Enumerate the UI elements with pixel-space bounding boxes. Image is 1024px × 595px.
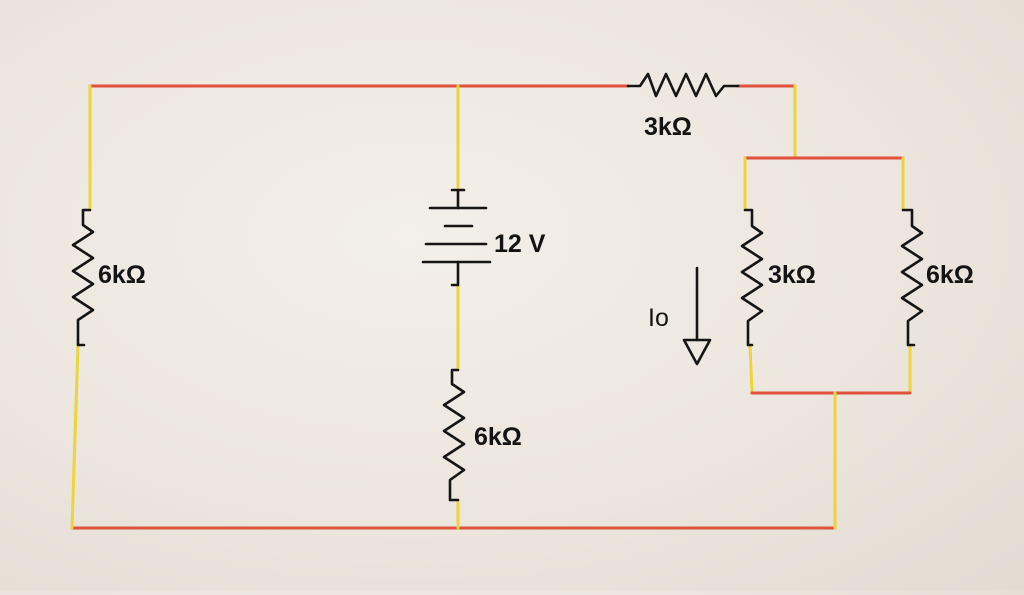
battery-12v <box>421 188 492 287</box>
resistor-top-symbol <box>626 72 740 98</box>
label-source-voltage: 12 V <box>494 230 546 258</box>
resistor-top <box>626 72 740 98</box>
wire-left-lower <box>70 343 80 530</box>
resistor-mid-bottom-symbol <box>442 368 466 502</box>
wire-par-left-lower <box>748 343 754 395</box>
current-arrow-head <box>682 338 712 366</box>
resistor-parallel-right-symbol <box>900 208 924 347</box>
resistor-mid-bottom <box>442 368 466 502</box>
label-current: Io <box>648 304 669 332</box>
resistor-left <box>71 208 95 347</box>
label-resistor-parallel-left: 3kΩ <box>768 261 816 289</box>
label-resistor-parallel-right: 6kΩ <box>926 261 974 289</box>
label-resistor-mid-bottom: 6kΩ <box>474 423 522 451</box>
battery-terminal-top <box>450 188 466 210</box>
wires <box>70 84 912 530</box>
label-resistor-left: 6kΩ <box>98 261 146 289</box>
label-resistor-top: 3kΩ <box>644 113 692 141</box>
resistor-left-symbol <box>71 208 95 347</box>
resistor-parallel-right <box>900 208 924 347</box>
current-arrow <box>682 266 712 366</box>
battery-terminal-bottom <box>450 260 460 287</box>
resistor-parallel-left <box>740 208 764 347</box>
resistor-parallel-left-symbol <box>740 208 764 347</box>
